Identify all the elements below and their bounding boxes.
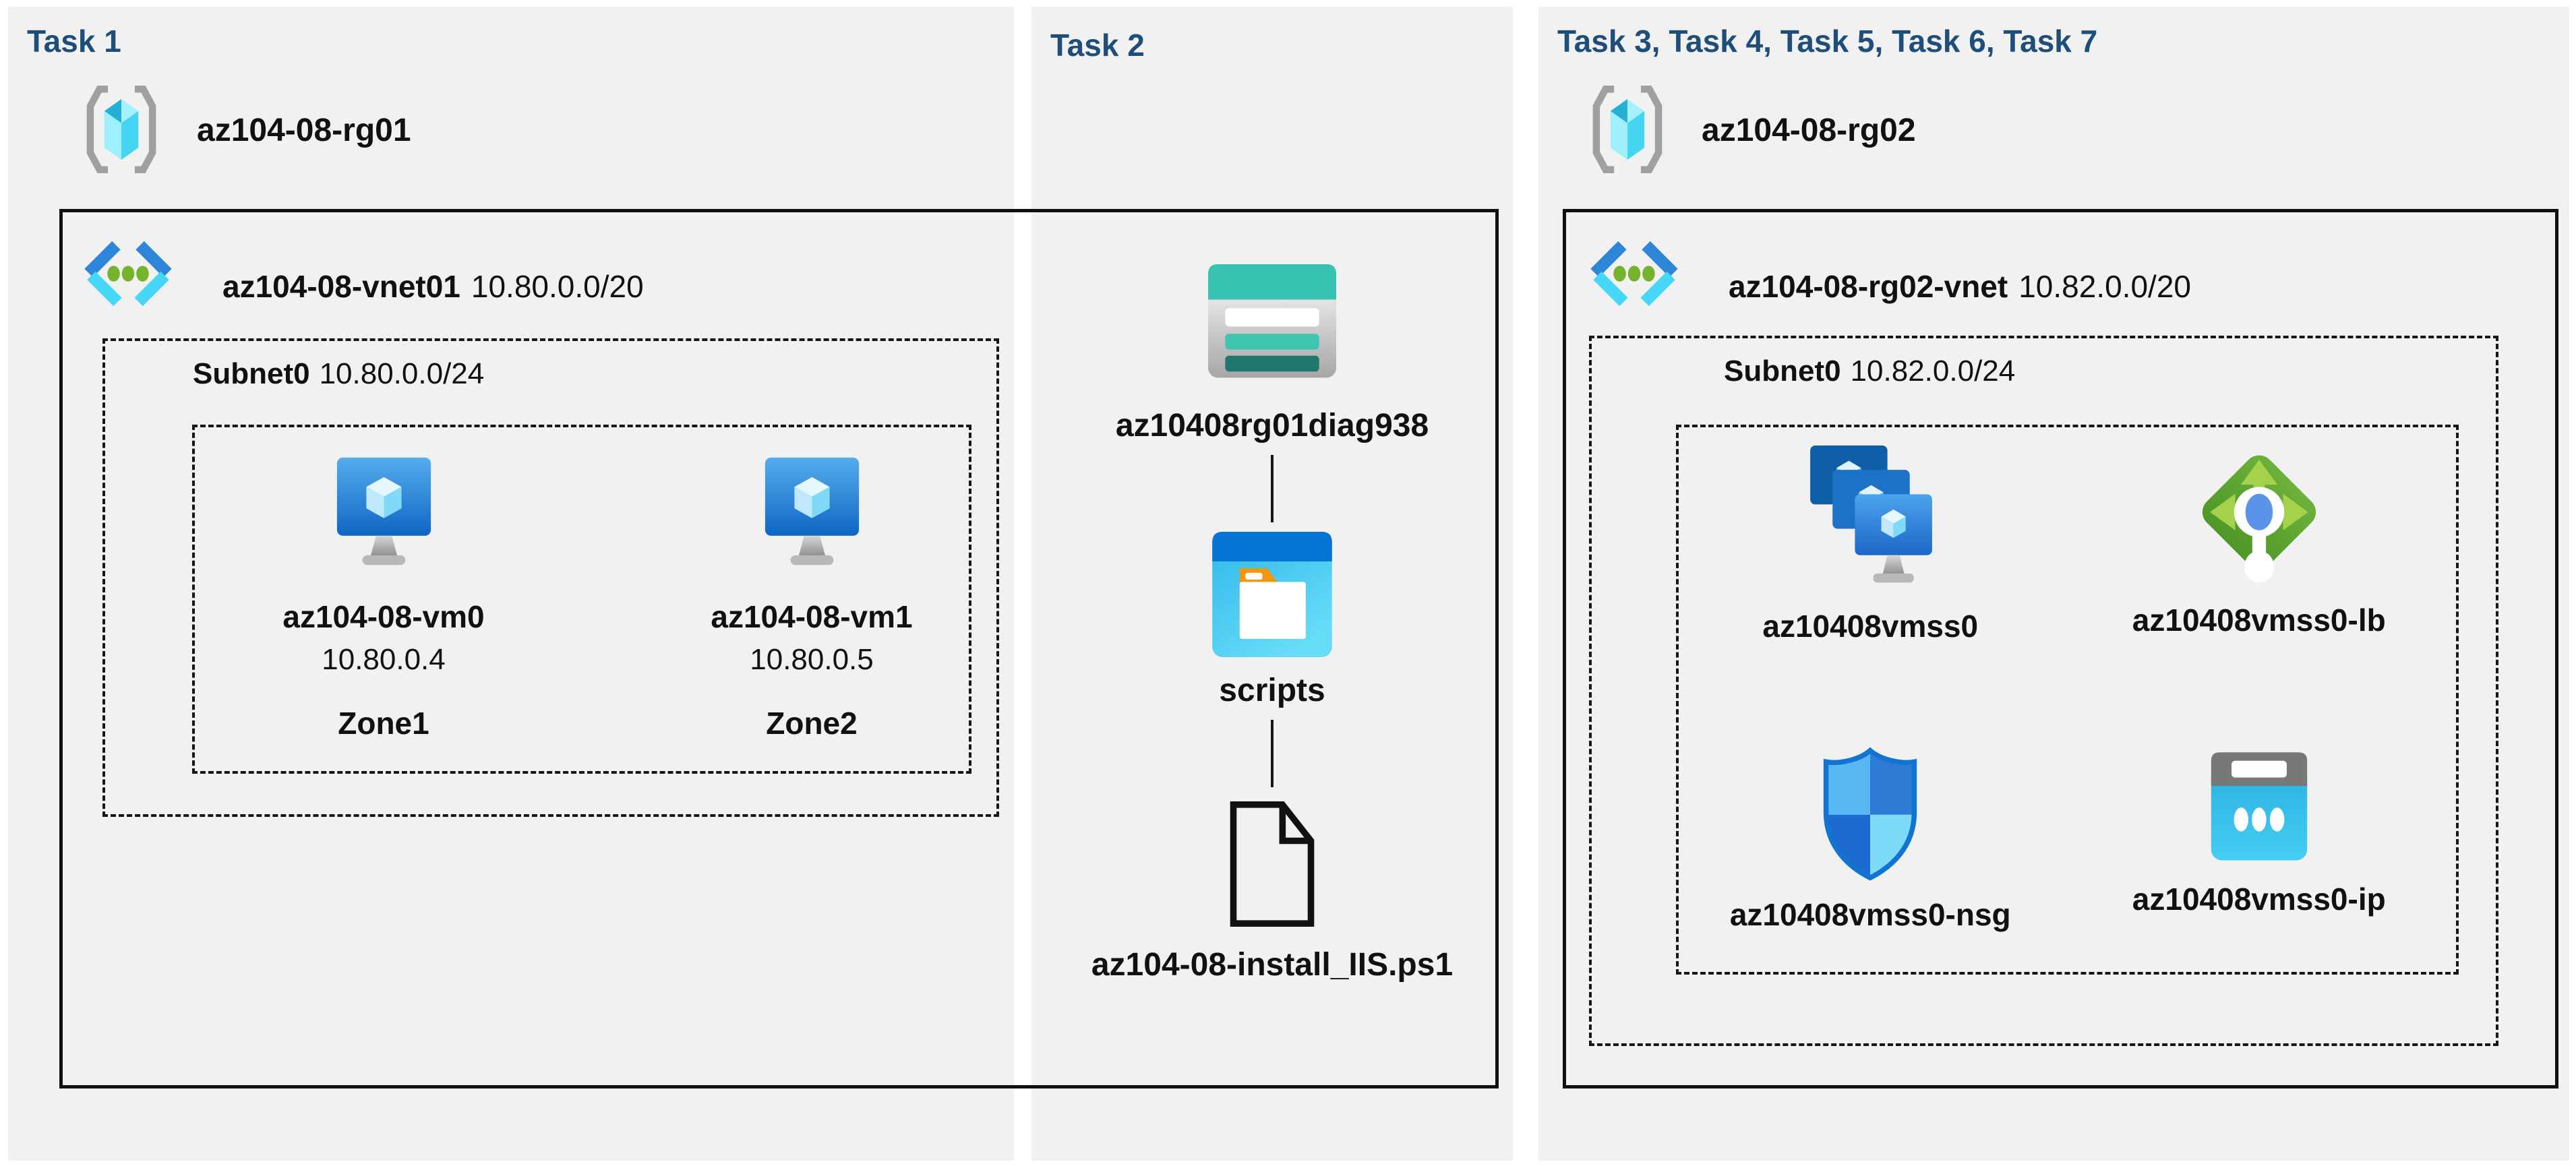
resource-group-name: az104-08-rg01 — [197, 113, 411, 148]
vnet2-label: az104-08-rg02-vnet 10.82.0.0/20 — [1729, 268, 2191, 305]
vm-zone: Zone1 — [338, 706, 429, 741]
vmss-resources-grid: az10408vmss0 az10408vmss0-lb — [1676, 425, 2453, 969]
nsg-shield-icon — [1824, 747, 1917, 881]
vnet2-name: az104-08-rg02-vnet — [1729, 269, 2008, 304]
virtual-machine-icon — [765, 457, 859, 565]
vnet1-boundary-box — [59, 209, 1499, 1088]
vm-ip: 10.80.0.4 — [322, 643, 446, 676]
virtual-network-icon — [84, 241, 172, 307]
script-file-name: az104-08-install_IIS.ps1 — [1091, 947, 1454, 983]
virtual-machine-icon — [336, 457, 431, 565]
panel-task3 — [1538, 7, 2569, 1161]
virtual-network-icon — [1590, 241, 1678, 307]
connector-line — [1271, 455, 1274, 522]
panel-task1 — [8, 7, 1014, 1161]
task2-stack: az10408rg01diag938 scripts az104-08-inst… — [1091, 264, 1453, 983]
resource-name: az10408vmss0 — [1762, 609, 1979, 644]
public-ip-group: az10408vmss0-ip — [2065, 721, 2454, 969]
connector-line — [1271, 720, 1274, 787]
resource-name: az10408vmss0-lb — [2132, 603, 2386, 638]
vm-ip: 10.80.0.5 — [750, 643, 874, 676]
subnet2-label: Subnet0 10.82.0.0/24 — [1724, 355, 2015, 388]
load-balancer-icon — [2202, 455, 2316, 583]
vnet1-label: az104-08-vnet01 10.80.0.0/20 — [222, 268, 644, 305]
subnet2-name: Subnet0 — [1724, 355, 1841, 388]
resource-name: az10408vmss0-ip — [2132, 882, 2386, 917]
task3-title: Task 3, Task 4, Task 5, Task 6, Task 7 — [1557, 24, 2098, 59]
task2-title: Task 2 — [1050, 28, 1145, 63]
vm1-group: az104-08-vm1 10.80.0.5 Zone2 — [630, 427, 994, 741]
subnet1-name: Subnet0 — [193, 357, 310, 390]
subnet1-box: Subnet0 10.80.0.0/24 — [102, 338, 999, 817]
vm-name: az104-08-vm1 — [711, 599, 913, 634]
resource-name: az10408vmss0-nsg — [1729, 897, 2011, 932]
storage-account-name: az10408rg01diag938 — [1115, 408, 1429, 443]
resource-group-name: az104-08-rg02 — [1702, 113, 1916, 148]
vmss-icon — [1810, 446, 1933, 583]
subnet2-cidr: 10.82.0.0/24 — [1850, 355, 2016, 388]
vnet2-cidr: 10.82.0.0/20 — [2018, 269, 2191, 304]
vm-name: az104-08-vm0 — [282, 599, 485, 634]
public-ip-icon — [2211, 752, 2307, 861]
vnet1-name: az104-08-vnet01 — [222, 269, 460, 304]
storage-account-icon — [1208, 264, 1336, 378]
availability-zones-box: az104-08-vm0 10.80.0.4 Zone1 az104-08-vm… — [192, 425, 971, 774]
vmss-resources-box — [1676, 425, 2459, 975]
resource-group-icon — [1592, 86, 1663, 173]
vnet1-cidr: 10.80.0.0/20 — [471, 269, 644, 304]
nsg-group: az10408vmss0-nsg — [1676, 721, 2065, 969]
subnet2-box: Subnet0 10.82.0.0/24 — [1589, 336, 2498, 1046]
subnet1-cidr: 10.80.0.0/24 — [319, 357, 485, 390]
task1-title: Task 1 — [27, 24, 121, 59]
vm0-group: az104-08-vm0 10.80.0.4 Zone1 — [202, 427, 566, 741]
resource-group-icon — [86, 86, 156, 173]
vm-zone: Zone2 — [766, 706, 858, 741]
subnet1-label: Subnet0 10.80.0.0/24 — [193, 357, 484, 391]
vmss-group: az10408vmss0 — [1676, 425, 2065, 721]
load-balancer-group: az10408vmss0-lb — [2065, 425, 2454, 721]
vnet2-boundary-box — [1563, 209, 2558, 1088]
blob-container-icon — [1212, 532, 1332, 657]
file-document-icon — [1230, 801, 1315, 927]
blob-container-name: scripts — [1219, 673, 1325, 708]
